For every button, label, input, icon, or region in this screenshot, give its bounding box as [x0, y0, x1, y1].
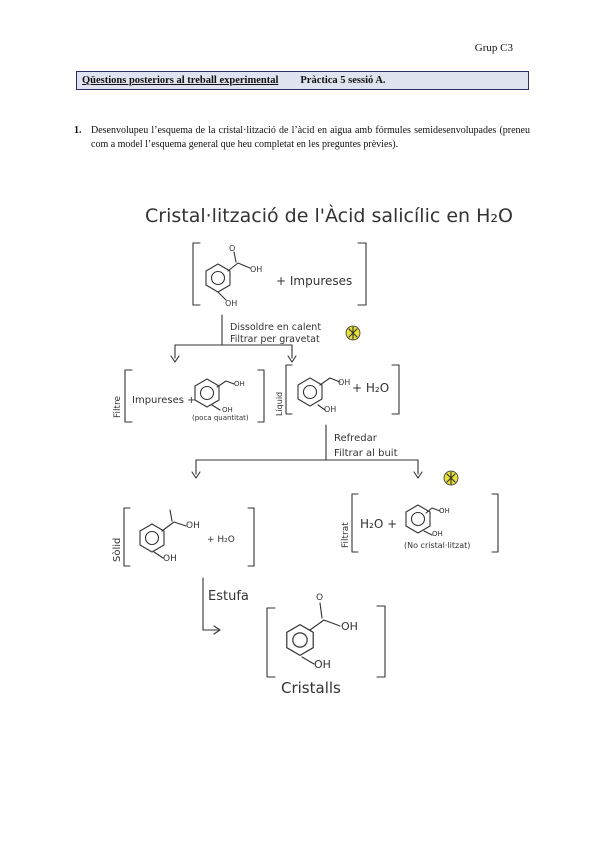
acid-oh: OH	[186, 521, 200, 531]
start-impurities: + Impureses	[276, 274, 352, 288]
acid-oh: OH	[250, 265, 262, 274]
step2-cool: Refredar	[334, 433, 378, 444]
liquid-label: Líquid	[275, 392, 284, 416]
step1-arrow: Dissoldre en calent Filtrar per gravetat	[170, 314, 361, 363]
carbonyl-o: O	[316, 593, 323, 603]
little-amount: (poca quantitat)	[192, 414, 249, 422]
start-mixture: O OH OH + Impureses	[192, 242, 367, 308]
benzene-ring-icon	[205, 263, 231, 293]
benzene-ring-icon	[286, 623, 314, 657]
crystals-product: O OH OH Cristalls	[266, 593, 386, 697]
step1-dissolve: Dissoldre en calent	[230, 322, 321, 333]
section-banner: Qüestions posteriors al treball experime…	[76, 71, 529, 90]
phenol-oh: OH	[163, 554, 177, 564]
phenol-oh: OH	[314, 658, 331, 671]
filtrate-phase: Filtrat H₂O + OH OH (No cristal·litzat)	[341, 493, 499, 553]
carbonyl-o: O	[229, 244, 235, 253]
acid-oh: OH	[341, 620, 358, 633]
group-label: Grup C3	[474, 42, 513, 54]
phenol-oh: OH	[324, 405, 336, 414]
phenol-oh: OH	[225, 299, 237, 308]
question-text: Desenvolupeu l’esquema de la cristal·lit…	[91, 125, 530, 150]
filter-residue: Filtre Impureses + OH OH (poca quantitat…	[113, 369, 265, 423]
benzene-ring-icon	[194, 378, 220, 408]
step1-filter: Filtrar per gravetat	[230, 334, 320, 345]
benzene-ring-icon	[139, 523, 165, 553]
filter-impurities: Impureses +	[132, 395, 196, 406]
liquid-h2o: + H₂O	[352, 381, 389, 395]
scheme-title: Cristal·lització de l'Àcid salicílic en …	[145, 204, 513, 227]
acid-oh: OH	[439, 507, 450, 515]
filter-label: Filtre	[113, 395, 123, 418]
liquid-phase: Líquid OH OH + H₂O	[275, 364, 400, 416]
solid-phase: Sòlid OH OH + H₂O	[111, 507, 255, 567]
filtrate-label: Filtrat	[341, 522, 351, 548]
step2-arrow: Refredar Filtrar al buit	[191, 424, 459, 486]
step3-oven: Estufa	[208, 589, 249, 604]
benzene-ring-icon	[405, 504, 431, 534]
phenol-oh: OH	[432, 530, 443, 538]
banner-title: Qüestions posteriors al treball experime…	[82, 75, 279, 86]
acid-oh: OH	[338, 378, 350, 387]
solid-label: Sòlid	[111, 538, 123, 562]
question-1: 1. Desenvolupeu l’esquema de la cristal·…	[74, 124, 530, 152]
filtrate-h2o: H₂O +	[360, 517, 397, 531]
step3-arrow: Estufa	[202, 577, 249, 635]
banner-practice: Pràctica 5 sessió A.	[300, 75, 386, 86]
crystals-label: Cristalls	[281, 679, 341, 697]
phenol-oh: OH	[222, 406, 233, 414]
step2-vacuum: Filtrar al buit	[334, 448, 398, 459]
solid-h2o: + H₂O	[207, 535, 235, 545]
not-crystallized: (No cristal·litzat)	[404, 541, 470, 550]
benzene-ring-icon	[297, 377, 323, 407]
question-number: 1.	[74, 125, 82, 136]
acid-oh: OH	[234, 380, 245, 388]
